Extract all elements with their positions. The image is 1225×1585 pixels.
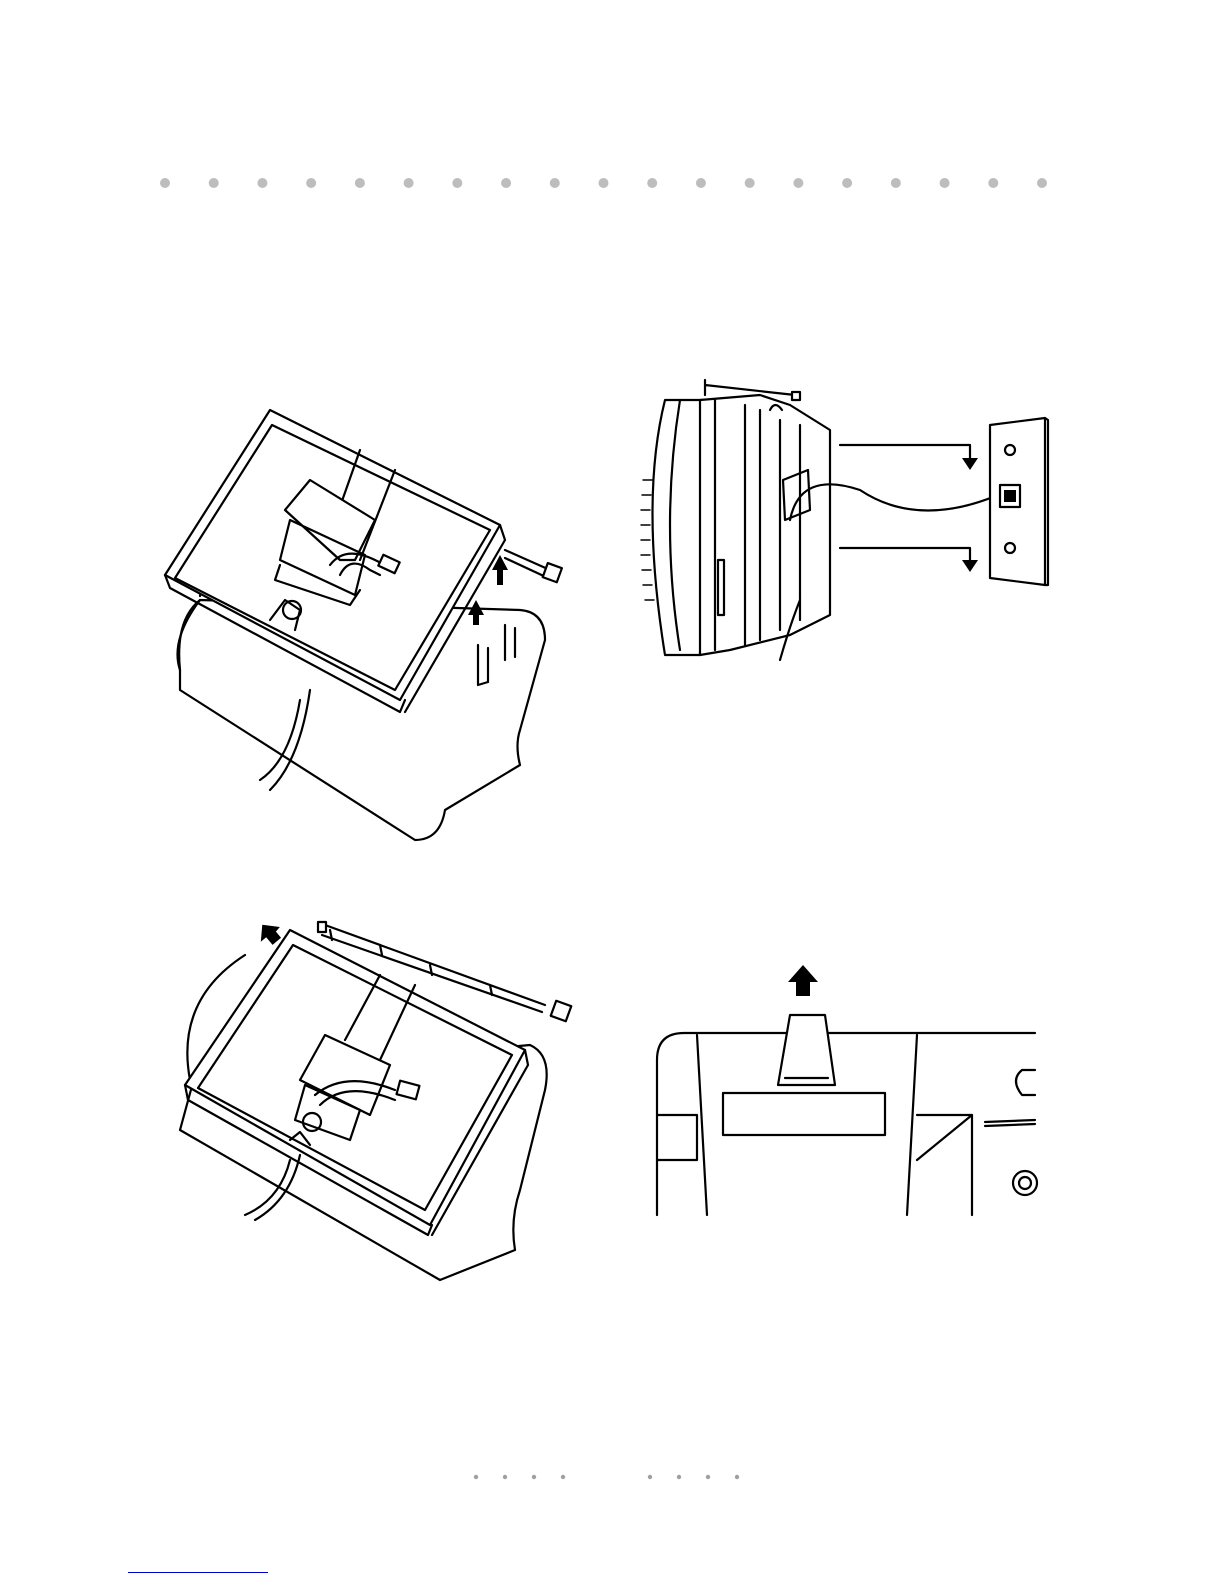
footer-dot <box>474 1475 478 1479</box>
rule-dot <box>647 178 657 188</box>
footer-dot <box>561 1475 565 1479</box>
rule-dot <box>257 178 267 188</box>
footer-dotted-rule <box>0 1467 1225 1487</box>
rule-dot <box>891 178 901 188</box>
footer-dot <box>503 1475 507 1479</box>
figure-antenna-raise <box>165 905 585 1285</box>
rule-dot <box>452 178 462 188</box>
rule-dot <box>793 178 803 188</box>
rule-dot <box>842 178 852 188</box>
rule-dot <box>501 178 511 188</box>
footer-dot <box>735 1475 739 1479</box>
footer-dot <box>532 1475 536 1479</box>
rule-dot <box>355 178 365 188</box>
rule-dot <box>599 178 609 188</box>
up-arrow-icon <box>788 965 818 996</box>
figure-wall-mount-side <box>630 375 1070 665</box>
rule-dot <box>404 178 414 188</box>
footer-dot <box>706 1475 710 1479</box>
rule-dot <box>988 178 998 188</box>
rule-dot <box>550 178 560 188</box>
rule-dot <box>160 178 170 188</box>
wall-plate-icon <box>990 418 1048 585</box>
rule-dot <box>745 178 755 188</box>
rule-dot <box>209 178 219 188</box>
footer-dot <box>648 1475 652 1479</box>
figure-clip-detail <box>650 960 1050 1220</box>
rule-dot <box>696 178 706 188</box>
handset-clip-icon <box>657 1015 1037 1215</box>
antenna-icon <box>505 550 562 582</box>
rule-dot <box>306 178 316 188</box>
rule-dot <box>1037 178 1047 188</box>
rule-dot <box>940 178 950 188</box>
footer-dot <box>677 1475 681 1479</box>
phone-side-icon <box>641 380 830 655</box>
top-dotted-rule <box>0 163 1225 203</box>
bottom-link-rule <box>128 1572 268 1573</box>
